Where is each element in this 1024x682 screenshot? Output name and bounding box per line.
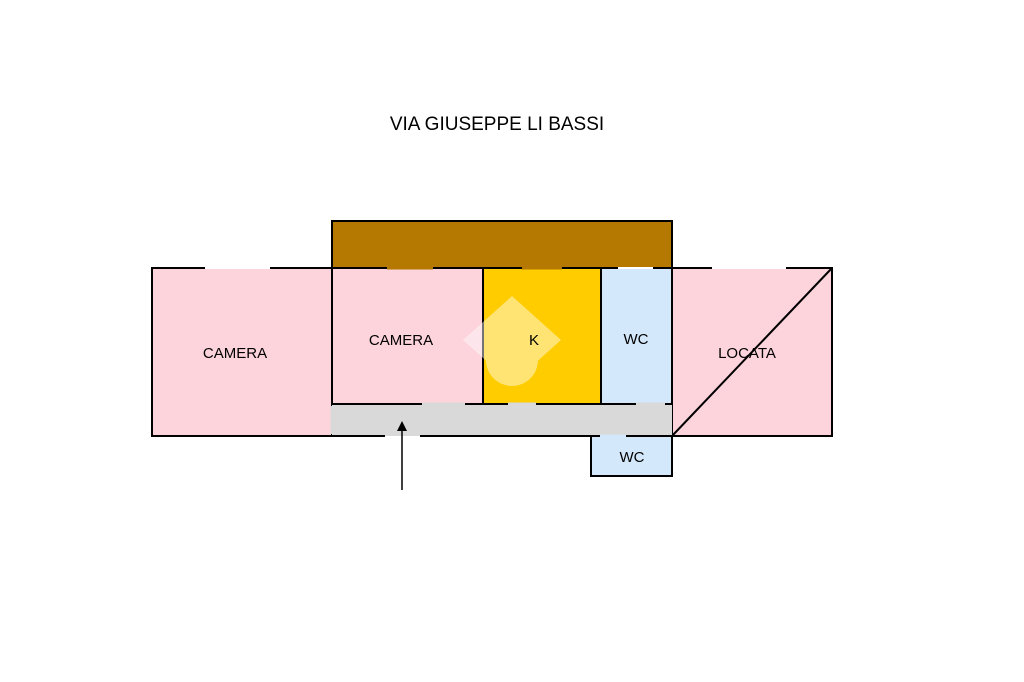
label-wc-lower: WC xyxy=(620,449,645,466)
room-wc-lower xyxy=(590,435,673,477)
street-label: VIA GIUSEPPE LI BASSI xyxy=(390,114,604,135)
label-locata: LOCATA xyxy=(718,345,776,362)
balcony xyxy=(331,220,673,269)
locata-diagonal xyxy=(671,267,833,437)
room-camera-mid xyxy=(331,267,484,405)
entrance-arrow-head-icon xyxy=(397,421,407,431)
label-camera-left: CAMERA xyxy=(203,345,267,362)
label-camera-mid: CAMERA xyxy=(369,332,433,349)
label-wc-upper: WC xyxy=(624,331,649,348)
label-kitchen: K xyxy=(529,332,539,349)
room-camera-left xyxy=(151,267,333,437)
watermark-logo xyxy=(463,296,561,386)
corridor xyxy=(332,404,672,436)
